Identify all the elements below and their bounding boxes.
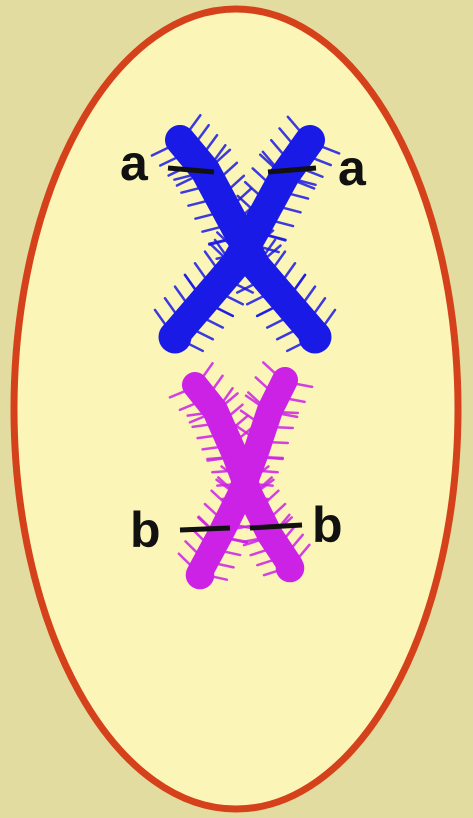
gene-label-b-left: b bbox=[130, 502, 161, 558]
locus-line-b-right bbox=[250, 525, 302, 528]
gene-label-b-right: b bbox=[312, 497, 343, 553]
gene-label-a-right: a bbox=[338, 140, 367, 196]
gene-label-a-left: a bbox=[120, 135, 149, 191]
locus-line-b-left bbox=[180, 528, 230, 530]
